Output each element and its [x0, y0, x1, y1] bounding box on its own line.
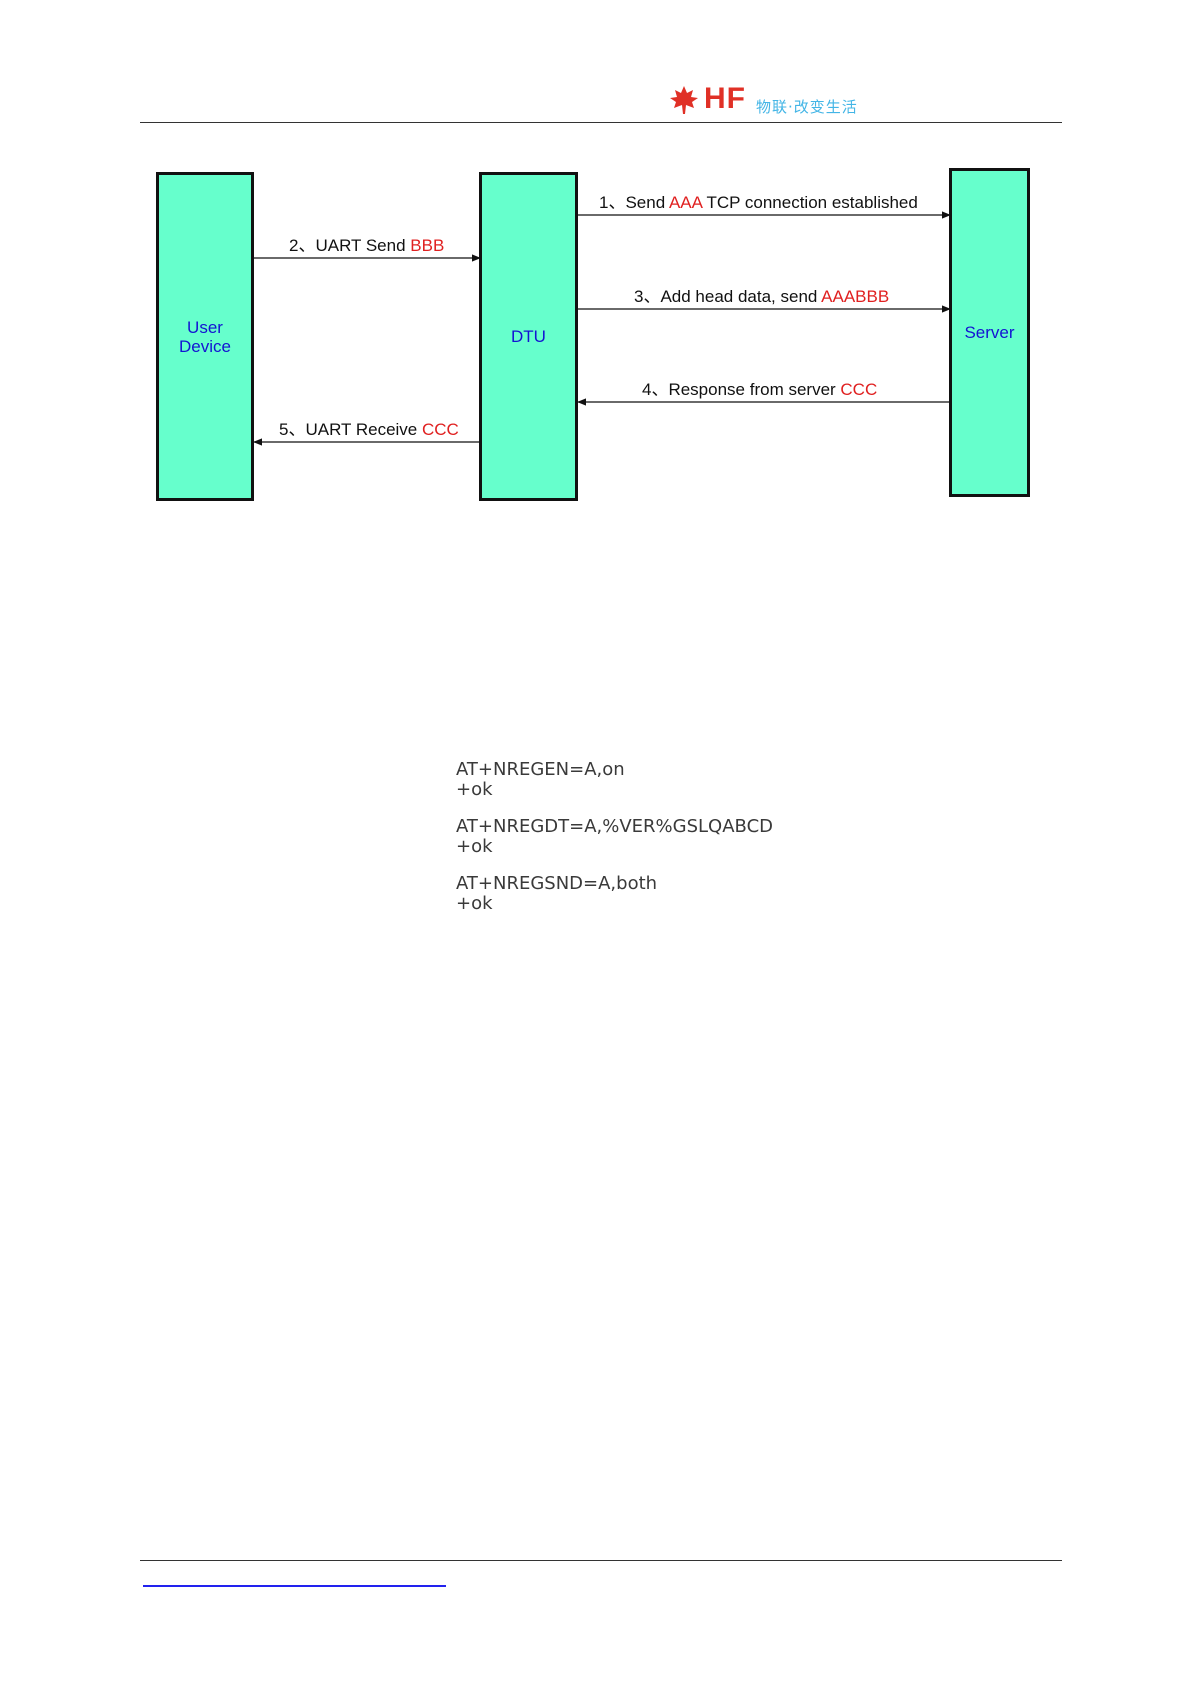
message-3: 3、Add head data, send AAABBB — [634, 282, 889, 307]
server-box: Server — [949, 168, 1030, 497]
command-block: AT+NREGEN=A,on +ok — [456, 760, 796, 800]
at-command-console: AT+NREGEN=A,on +ok AT+NREGDT=A,%VER%GSLQ… — [456, 760, 796, 931]
command-block: AT+NREGSND=A,both +ok — [456, 874, 796, 914]
footer-rule — [140, 1560, 1062, 1561]
command-block: AT+NREGDT=A,%VER%GSLQABCD +ok — [456, 817, 796, 857]
command-line: AT+NREGDT=A,%VER%GSLQABCD — [456, 817, 796, 837]
message-4: 4、Response from server CCC — [642, 375, 877, 400]
user-device-box: User Device — [156, 172, 254, 501]
dtu-box: DTU — [479, 172, 578, 501]
server-label: Server — [964, 323, 1014, 342]
command-line: AT+NREGSND=A,both — [456, 874, 796, 894]
user-device-label: User Device — [179, 318, 231, 356]
dtu-label: DTU — [511, 327, 546, 346]
message-2: 2、UART Send BBB — [289, 231, 444, 256]
command-line: AT+NREGEN=A,on — [456, 760, 796, 780]
footer-link[interactable] — [143, 1585, 446, 1587]
response-line: +ok — [456, 780, 796, 800]
response-line: +ok — [456, 837, 796, 857]
message-5: 5、UART Receive CCC — [279, 415, 459, 440]
response-line: +ok — [456, 894, 796, 914]
message-1: 1、Send AAA TCP connection established — [599, 188, 918, 213]
